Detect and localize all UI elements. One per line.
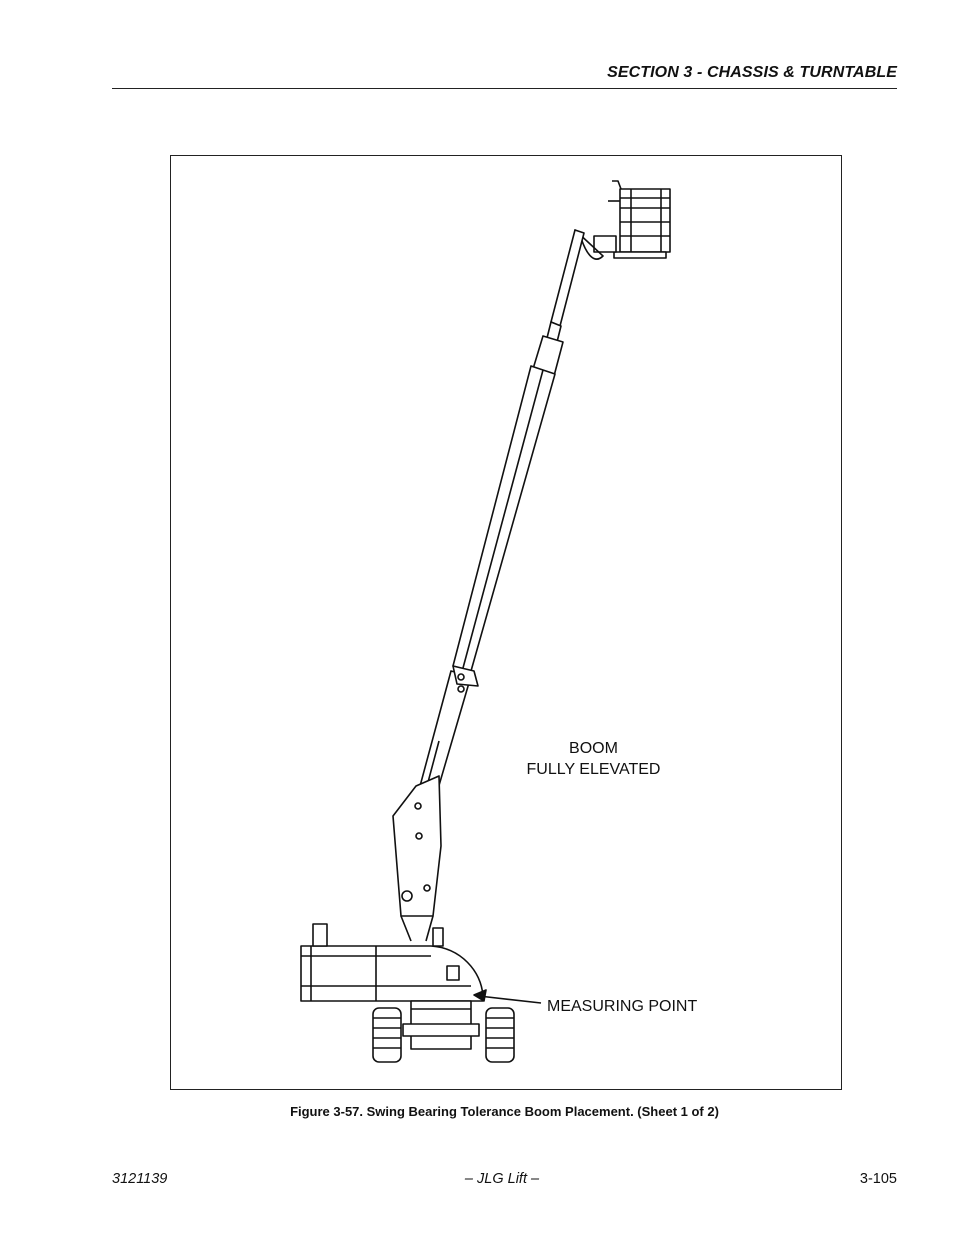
boom-label-line1: BOOM bbox=[569, 740, 618, 757]
platform-basket bbox=[608, 180, 671, 259]
figure-caption: Figure 3-57. Swing Bearing Tolerance Boo… bbox=[290, 1104, 719, 1119]
boom-lift-illustration bbox=[300, 180, 671, 1063]
measuring-point-arrow bbox=[473, 989, 542, 1004]
tires bbox=[372, 1007, 515, 1063]
measuring-point-label: MEASURING POINT bbox=[547, 998, 698, 1015]
header-divider bbox=[112, 88, 897, 89]
page-number: 3-105 bbox=[859, 1171, 897, 1187]
doc-number: 3121139 bbox=[112, 1171, 168, 1187]
footer-brand: – JLG Lift – bbox=[464, 1171, 540, 1187]
section-title: SECTION 3 - CHASSIS & TURNTABLE bbox=[607, 64, 897, 81]
boom-label-line2: FULLY ELEVATED bbox=[526, 761, 661, 778]
figure-frame: BOOM FULLY ELEVATED MEASURING POINT bbox=[170, 155, 842, 1090]
